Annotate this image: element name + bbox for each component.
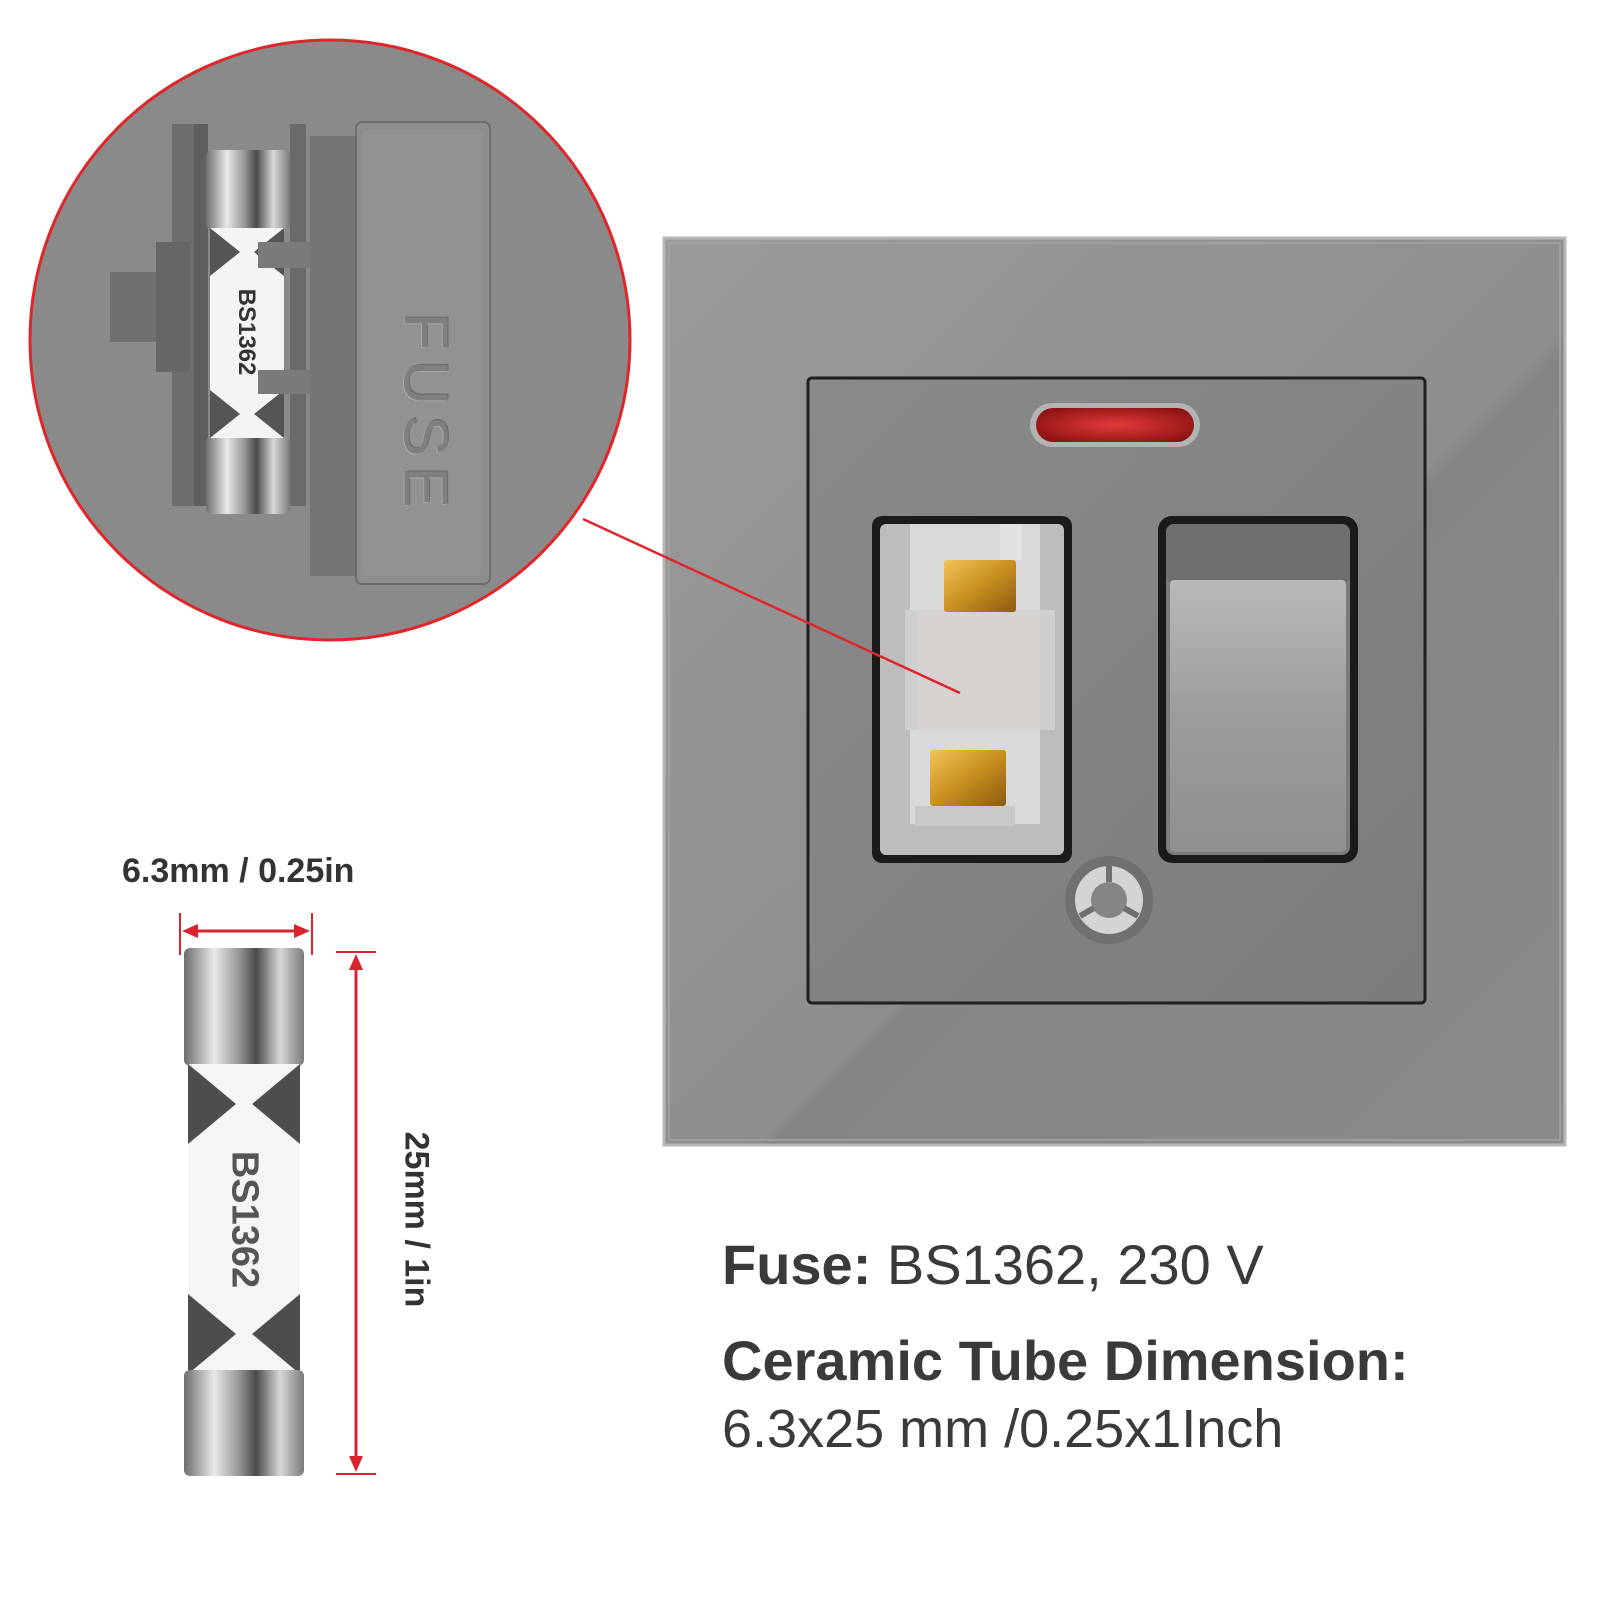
callout-connector-line	[582, 517, 961, 695]
callout-fuse-marking: BS1362	[233, 288, 260, 376]
length-dimension-arrow	[336, 951, 376, 1475]
cable-outlet-icon	[1065, 856, 1153, 944]
fuse-holder-opening	[872, 516, 1072, 863]
fuse-terminal-bottom	[930, 750, 1006, 806]
ceramic-fuse	[184, 948, 304, 1476]
spec-fuse-line: Fuse: BS1362, 230 V	[722, 1232, 1264, 1297]
width-dimension-label: 6.3mm / 0.25in	[122, 852, 355, 890]
fuse-terminal-top	[944, 560, 1016, 612]
callout-ring	[28, 38, 632, 642]
spec-fuse-value: BS1362, 230 V	[886, 1233, 1264, 1296]
length-dimension-label: 25mm / 1in	[397, 1131, 436, 1308]
fuse-carrier-callout	[28, 38, 632, 642]
width-dimension-arrow	[179, 913, 313, 955]
switched-fuse-spur-plate	[662, 236, 1567, 1147]
spec-dimension-heading: Ceramic Tube Dimension:	[722, 1329, 1409, 1392]
rocker-switch-icon	[1158, 516, 1358, 863]
spec-dimension-value: 6.3x25 mm /0.25x1Inch	[722, 1399, 1284, 1459]
red-neon-indicator-icon	[1030, 403, 1200, 447]
fuse-end-cap-bottom	[184, 1370, 304, 1476]
fuse-end-cap-top	[184, 948, 304, 1066]
fuse-marking: BS1362	[223, 1150, 266, 1289]
carrier-fuse-label: FUSE	[390, 312, 460, 518]
spec-fuse-heading: Fuse:	[722, 1233, 872, 1296]
